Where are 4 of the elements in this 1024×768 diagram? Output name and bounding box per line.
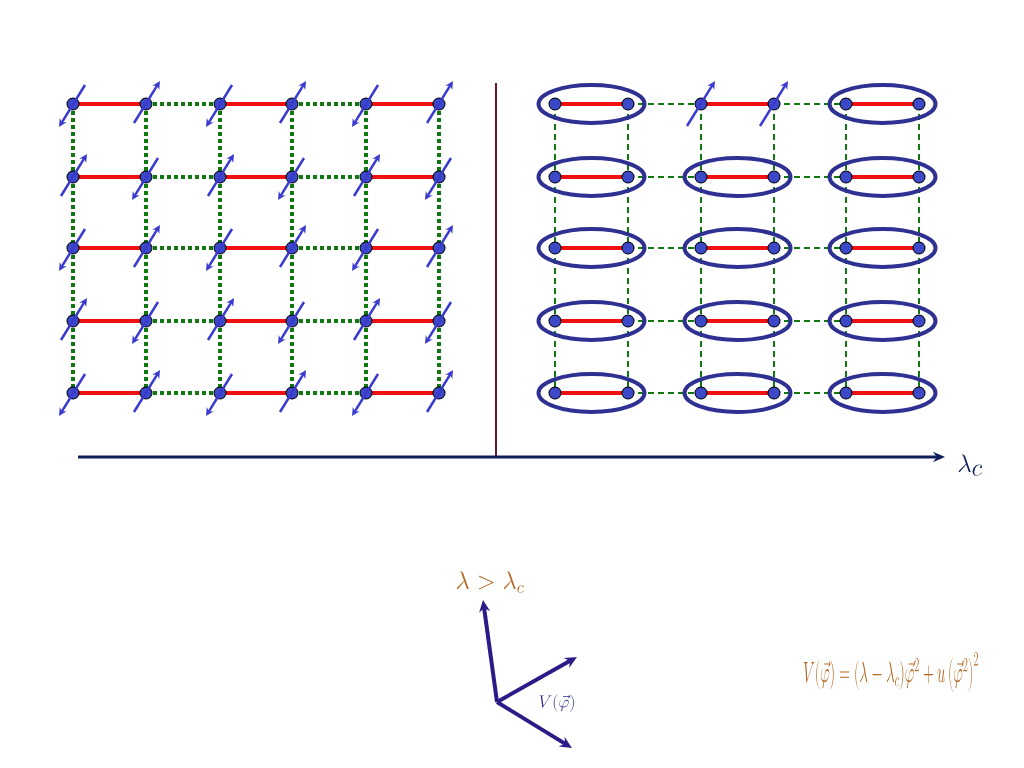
condition-label: $\lambda > \lambda_c$ — [456, 571, 524, 593]
potential-formula: $V(\vec{\varphi}) = (\lambda - \lambda_c)\vec{\varphi}^2 + u\left(\vec{\varphi}^2\right)^2$ — [803, 652, 979, 692]
axis-label: $\lambda_c$ — [958, 454, 983, 476]
potential-label: $V(\vec{\varphi})$ — [539, 694, 574, 712]
